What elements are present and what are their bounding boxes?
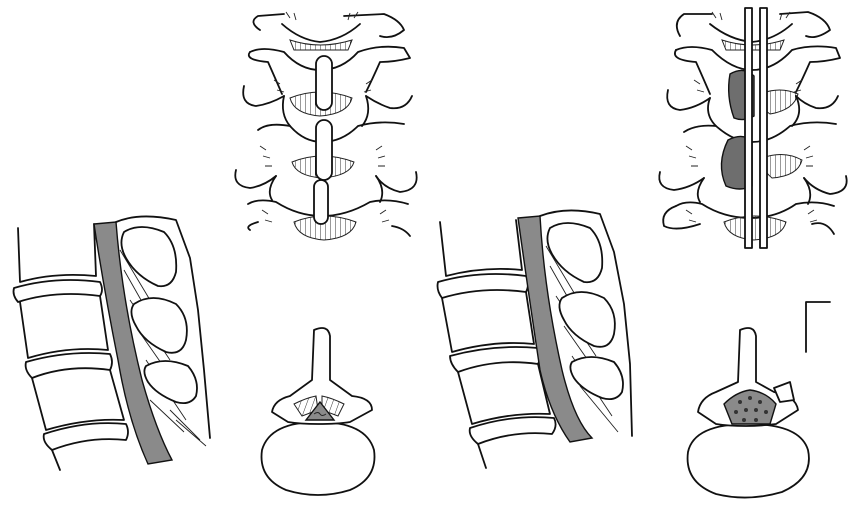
vertebral-body-axial-stenotic [688, 424, 809, 498]
lamina-1-normal [121, 227, 176, 286]
vertebral-body-axial-normal [262, 422, 375, 495]
spinous-process-1-normal [316, 56, 332, 110]
lamina-2-stenotic [559, 292, 614, 347]
lamina-1-stenotic [547, 223, 602, 282]
fixation-rods [745, 8, 767, 248]
axial-view-normal [262, 328, 375, 495]
lamina-2-normal [131, 298, 186, 353]
sagittal-view-stenotic [438, 210, 633, 468]
lamina-3-normal [144, 361, 197, 403]
posterior-view-normal [235, 12, 416, 240]
sagittal-view-normal [14, 216, 211, 470]
spinous-process-3-normal [314, 180, 328, 224]
corner-bracket [806, 302, 830, 352]
lamina-3-stenotic [570, 357, 623, 399]
axial-view-stenotic [688, 328, 809, 498]
spinous-process-2-normal [316, 120, 332, 180]
posterior-view-stenotic [659, 8, 846, 248]
